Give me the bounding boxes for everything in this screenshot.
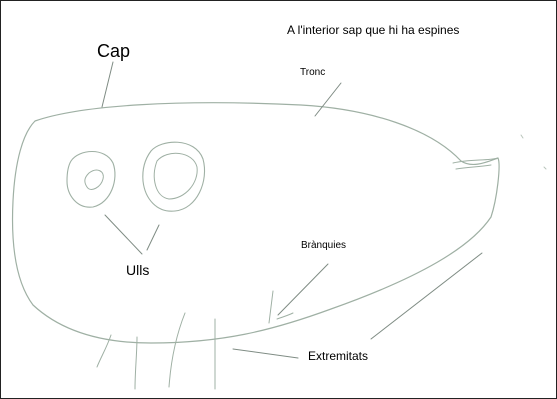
ulls-pointer-line-left (104, 214, 143, 255)
label-branquies: Brànquies (301, 240, 347, 251)
stray-mark (520, 134, 524, 139)
branquies-pointer-line (277, 263, 329, 316)
label-extremitats: Extremitats (308, 349, 369, 363)
stray-mark (543, 166, 547, 170)
body-outline (11, 102, 500, 344)
limb-2 (134, 336, 138, 390)
label-cap: Cap (97, 41, 131, 61)
ulls-pointer-line-right (146, 224, 160, 251)
label-ulls: Ulls (126, 262, 150, 278)
tronc-pointer-line (314, 82, 342, 117)
left-pupil (84, 169, 104, 190)
left-eye (66, 150, 116, 208)
limb-3 (168, 312, 186, 388)
right-eye (142, 141, 205, 212)
right-pupil (153, 152, 198, 200)
label-tronc: Tronc (300, 67, 326, 78)
extremitats-pointer-line-1 (232, 348, 299, 359)
limb-1 (96, 334, 112, 368)
drawing-title: A l'interior sap que hi ha espines (287, 23, 460, 37)
extremitats-pointer-line-2 (370, 252, 483, 340)
gill-mark (268, 290, 294, 324)
cap-pointer-line (101, 61, 114, 108)
tail-stroke (452, 157, 499, 170)
